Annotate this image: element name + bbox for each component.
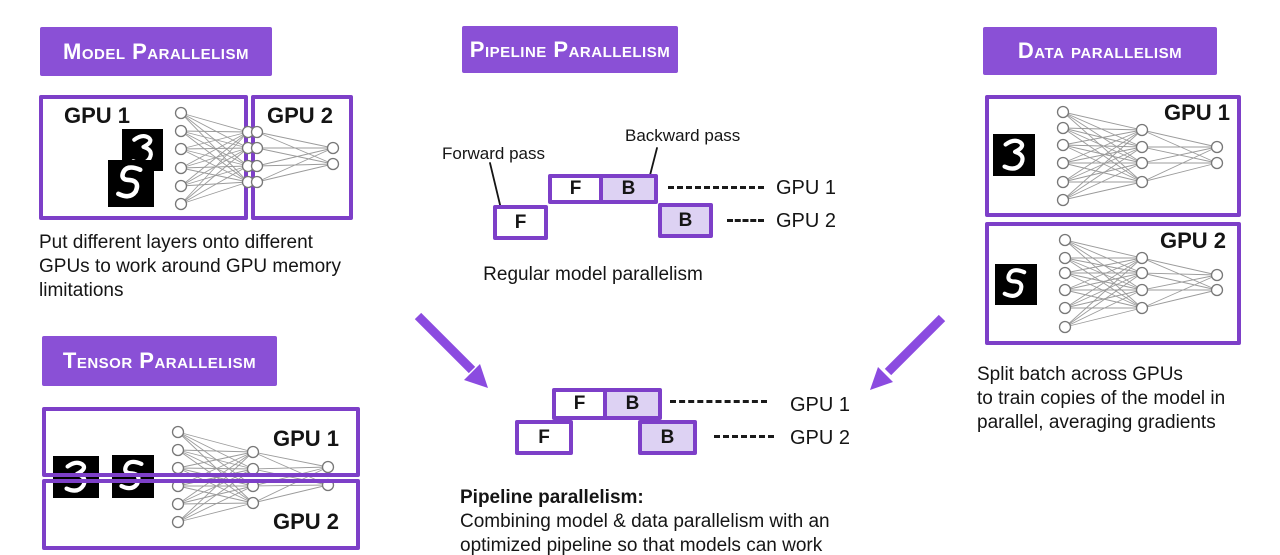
gpu1-timeline-dashes [668, 186, 764, 189]
pipeline1-gpu1-label: GPU 1 [776, 177, 837, 199]
backward-box-letter: B [678, 209, 693, 231]
data-gpu2-network-graphic [1058, 233, 1224, 334]
pipeline1-gpu2-backward-box: B [658, 203, 713, 238]
model-gpu1-network-graphic [174, 106, 255, 211]
gpu2-timeline-dashes [714, 435, 774, 438]
forward-box-letter: F [573, 393, 586, 414]
gpu1-timeline-dashes [670, 400, 767, 403]
data-gpu1-network-graphic [1056, 105, 1224, 207]
tensor-gpu1-box [42, 407, 360, 477]
caption-line: to train copies of the model in [977, 388, 1226, 409]
caption-line: Combining model & data parallelism with … [460, 511, 830, 532]
mnist-digit-5-image [108, 160, 154, 207]
mnist-digit-5-image [995, 264, 1037, 305]
forward-box-letter: F [569, 178, 582, 199]
model-gpu2-label: GPU 2 [267, 103, 334, 128]
model-parallelism-title: Model Parallelism [63, 38, 249, 64]
forward-box-letter: F [538, 426, 550, 448]
caption-line: parallel, averaging gradients [977, 412, 1216, 433]
pipeline2-gpu2-backward-box: B [638, 420, 697, 455]
pipeline1-gpu1-forward-box: F [548, 174, 603, 204]
caption-title: Pipeline parallelism: [460, 487, 644, 508]
data-gpu2-label: GPU 2 [1160, 228, 1227, 253]
data-parallelism-badge: Data parallelism [983, 27, 1217, 75]
model-gpu1-label: GPU 1 [64, 103, 131, 128]
tensor-gpu2-box [42, 479, 360, 550]
model-gpu2-network-graphic [250, 125, 340, 189]
caption-line: Put different layers onto different [39, 232, 313, 253]
forward-box-letter: F [514, 211, 527, 233]
model-parallelism-caption: Put different layers onto different GPUs… [39, 231, 429, 303]
pipeline2-gpu2-forward-box: F [515, 420, 573, 455]
regular-model-parallelism-caption: Regular model parallelism [483, 264, 703, 285]
caption-line: limitations [39, 280, 124, 301]
data-gpu1-label: GPU 1 [1164, 100, 1231, 125]
tensor-gpu1-label: GPU 1 [273, 426, 340, 451]
mnist-digit-3-image [993, 134, 1035, 176]
pipeline-parallelism-title: Pipeline Parallelism [469, 36, 671, 62]
backward-box-letter: B [625, 393, 640, 414]
optimized-pipeline-caption: Pipeline parallelism: Combining model & … [460, 486, 930, 555]
pipeline-parallelism-badge: Pipeline Parallelism [462, 26, 678, 73]
pipeline2-gpu2-label: GPU 2 [790, 427, 851, 449]
pipeline2-gpu1-forward-box: F [552, 388, 607, 420]
model-parallelism-badge: Model Parallelism [40, 27, 272, 76]
caption-line: Split batch across GPUs [977, 364, 1183, 385]
caption-line: optimized pipeline so that models can wo… [460, 535, 823, 555]
pipeline2-gpu1-label: GPU 1 [790, 394, 851, 416]
caption-line: GPUs to work around GPU memory [39, 256, 341, 277]
pipeline1-gpu2-forward-box: F [493, 205, 548, 240]
tensor-parallelism-badge: Tensor Parallelism [42, 336, 277, 386]
arrow-down-left-icon [870, 314, 946, 390]
forward-pass-label: Forward pass [442, 144, 545, 163]
backward-box-letter: B [621, 178, 636, 199]
pipeline1-gpu1-backward-box: B [599, 174, 658, 204]
pipeline1-gpu2-label: GPU 2 [776, 210, 837, 232]
arrow-down-right-icon [414, 312, 488, 388]
backward-box-letter: B [660, 426, 675, 448]
gpu2-timeline-dashes [727, 219, 764, 222]
pipeline2-gpu1-backward-box: B [603, 388, 662, 420]
data-parallelism-title: Data parallelism [1017, 38, 1183, 63]
mnist-digit-3-image [53, 456, 99, 498]
tensor-gpu2-label: GPU 2 [273, 509, 340, 534]
data-parallelism-caption: Split batch across GPUs to train copies … [977, 363, 1277, 435]
tensor-parallelism-title: Tensor Parallelism [62, 348, 257, 373]
backward-pass-label: Backward pass [625, 126, 741, 145]
